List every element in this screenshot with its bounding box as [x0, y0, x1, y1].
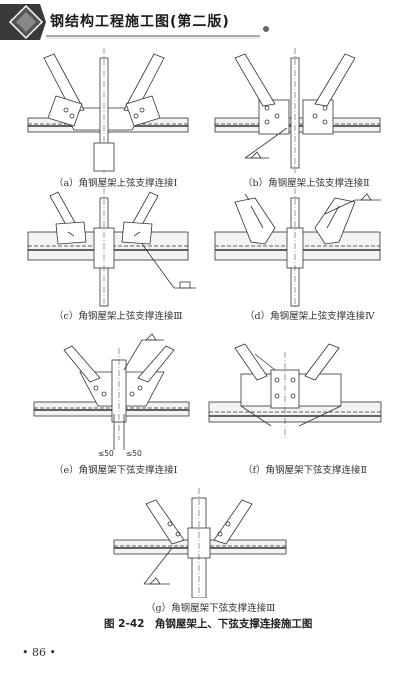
figure-d: （d）角钢屋架上弦支撑连接Ⅳ — [205, 188, 390, 322]
figure-b: （b）角钢屋架上弦支撑连接Ⅱ — [205, 48, 390, 189]
figure-g: （g）角钢屋架下弦支撑连接Ⅲ — [110, 488, 295, 614]
book-title: 钢结构工程施工图(第二版) — [50, 14, 230, 30]
header-graphic — [0, 0, 400, 44]
figure-c: （c）角钢屋架上弦支撑连接Ⅲ — [14, 188, 199, 322]
figure-f-drawing — [208, 343, 382, 440]
caption-c: （c）角钢屋架上弦支撑连接Ⅲ — [54, 311, 183, 322]
caption-d: （d）角钢屋架上弦支撑连接Ⅳ — [245, 311, 375, 322]
figure-e-drawing: ≤50 ≤50 — [33, 333, 190, 458]
figure-f: （f）角钢屋架下弦支撑连接Ⅱ — [205, 330, 390, 476]
figure-e: ≤50 ≤50 （e）角钢屋架下弦支撑连接Ⅰ — [14, 330, 199, 476]
caption-a: （a）角钢屋架上弦支撑连接Ⅰ — [54, 178, 178, 189]
page-header: 钢结构工程施工图(第二版) — [0, 0, 400, 44]
book-logo-icon — [8, 4, 44, 40]
page-number: • 86 • — [22, 646, 56, 659]
figure-g-drawing — [113, 488, 287, 599]
dim-label-2: ≤50 — [126, 449, 142, 458]
figure-a-drawing — [27, 48, 189, 173]
figure-c-drawing — [27, 188, 196, 308]
caption-f: （f）角钢屋架下弦支撑连接Ⅱ — [243, 465, 367, 476]
caption-g: （g）角钢屋架下弦支撑连接Ⅲ — [146, 603, 276, 614]
dim-label-1: ≤50 — [98, 449, 114, 458]
figure-d-drawing — [214, 188, 381, 308]
figure-title: 图 2-42 角钢屋架上、下弦支撑连接施工图 — [104, 618, 313, 630]
caption-e: （e）角钢屋架下弦支撑连接Ⅰ — [54, 465, 178, 476]
header-dot-icon — [263, 26, 269, 32]
figure-a: （a）角钢屋架上弦支撑连接Ⅰ — [14, 48, 199, 189]
caption-b: （b）角钢屋架上弦支撑连接Ⅱ — [243, 178, 370, 189]
figure-b-drawing — [214, 48, 381, 173]
